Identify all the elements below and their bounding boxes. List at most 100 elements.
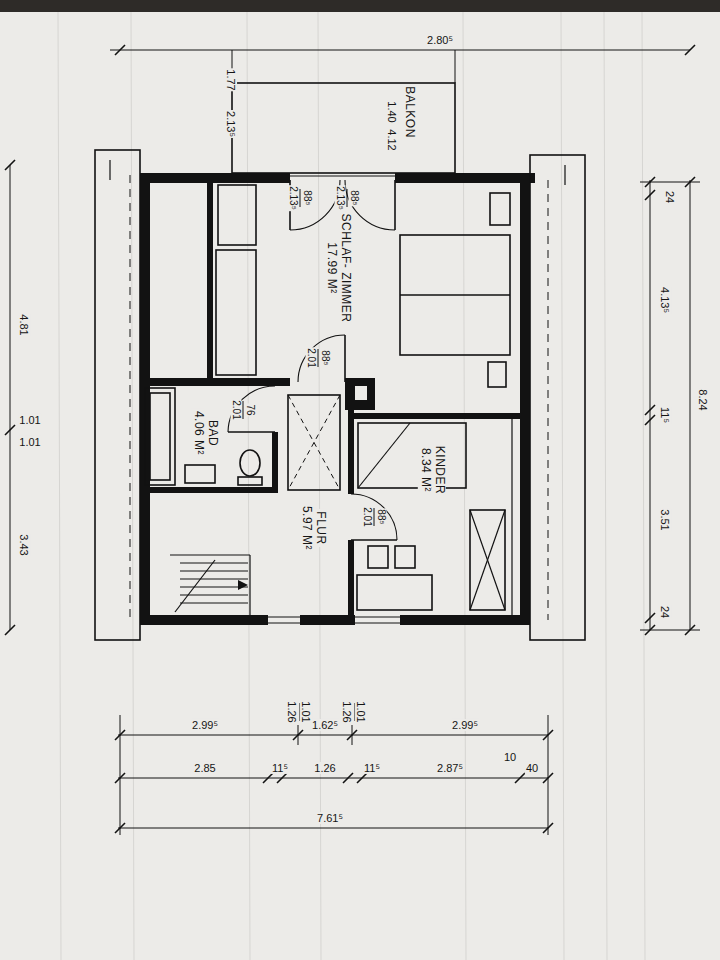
wall <box>140 487 278 493</box>
bed-line <box>358 423 410 488</box>
bathtub <box>145 388 175 485</box>
wall <box>520 173 530 625</box>
child-bed <box>358 423 466 488</box>
room-name: BAD <box>205 418 219 448</box>
bathtub-inner <box>150 393 170 480</box>
double-bed <box>400 235 510 355</box>
dimension-label: 2.01 <box>231 399 242 420</box>
room-text: FLUR5.97 M² <box>299 504 327 552</box>
bed-split <box>400 294 510 295</box>
stair-step <box>180 571 248 572</box>
stair-step <box>180 587 248 588</box>
dimension-tick <box>645 190 655 200</box>
copy-streak <box>58 12 61 960</box>
room-text: KINDER8.34 M² <box>418 444 446 496</box>
toilet-tank <box>238 477 262 485</box>
skylight <box>288 395 340 490</box>
dimension-tick <box>645 613 655 623</box>
room-text: BALKON <box>402 84 416 140</box>
wall <box>140 615 268 625</box>
wall <box>272 432 278 493</box>
desk <box>357 575 432 610</box>
dimension-label: 2.13⁵ <box>288 185 299 211</box>
dimension-tick <box>293 730 303 740</box>
copy-streak <box>642 12 645 960</box>
inner-wall-line <box>511 419 512 615</box>
cabinet <box>470 510 505 610</box>
skylight-cross <box>288 395 340 490</box>
dimension-label: 40 <box>525 762 539 774</box>
dimension-label: 88⁵ <box>320 349 331 366</box>
door-swing <box>228 386 275 432</box>
copy-streak <box>131 12 134 960</box>
wardrobe <box>218 185 256 245</box>
door-swing <box>345 180 395 230</box>
dimension-label: 88⁵ <box>376 508 387 525</box>
eaves-line <box>130 175 131 620</box>
cabinet-cross <box>470 510 505 610</box>
room-name: SCHLAF- ZIMMER <box>338 212 352 325</box>
threshold <box>290 176 395 177</box>
dimension-tick <box>115 730 125 740</box>
dimension-tick <box>685 625 695 635</box>
wall <box>348 540 354 615</box>
stair-edge <box>170 554 250 555</box>
dimension-label: 11⁵ <box>363 762 381 774</box>
dimension-label: 88⁵ <box>349 189 360 206</box>
room-area-value: 8.34 M² <box>418 446 432 494</box>
stair-rail <box>175 560 215 612</box>
stair-arrow <box>238 580 248 590</box>
door-swing <box>298 335 345 382</box>
dimension-line <box>690 180 691 630</box>
dimension-label: 1.62⁵ <box>311 719 339 731</box>
room-area: SCHLAF- ZIMMER17.99 M² <box>213 183 520 378</box>
dimension-label: 1.01 <box>18 414 41 426</box>
balcony-outline <box>232 83 455 173</box>
dimension-label: 2.85 <box>193 762 216 774</box>
dimension-tick <box>645 625 655 635</box>
dimension-line <box>118 778 548 779</box>
wall <box>395 173 535 183</box>
copy-streak <box>604 12 607 960</box>
dimension-label: 3.43 <box>18 533 30 556</box>
stair-edge <box>249 555 250 615</box>
dimension-tick <box>357 773 367 783</box>
dimension-label: 2.01 <box>362 506 373 527</box>
chair <box>395 546 415 568</box>
room-name: FLUR <box>313 509 327 546</box>
dimension-line <box>118 828 548 829</box>
dimension-label: 2.87⁵ <box>436 762 464 774</box>
window <box>355 623 400 624</box>
wall <box>345 378 375 410</box>
copy-streak <box>247 12 250 960</box>
dimension-label: 2.99⁵ <box>191 719 219 731</box>
dimension-tick <box>685 45 695 55</box>
dimension-label: 4.81 <box>18 313 30 336</box>
wardrobe <box>216 250 256 375</box>
dimension-tick <box>277 773 287 783</box>
dimension-tick <box>645 405 655 415</box>
dimension-tick <box>115 45 125 55</box>
dimension-label: 1.77 <box>225 68 237 91</box>
nightstand <box>488 362 506 387</box>
dimension-tick <box>685 177 695 187</box>
extension-line <box>120 715 121 835</box>
dimension-label: 2.80⁵ <box>426 34 454 46</box>
door-swing <box>351 494 397 540</box>
dimension-label: 2.99⁵ <box>451 719 479 731</box>
wall <box>140 378 290 386</box>
fraction-bar <box>300 189 301 207</box>
dimension-line <box>10 165 11 630</box>
room-text: SCHLAF- ZIMMER17.99 M² <box>324 212 352 325</box>
dimension-tick <box>263 773 273 783</box>
dimension-label: 1.01 <box>18 436 41 448</box>
stair-step <box>180 595 248 596</box>
dimension-label: 8.24 <box>697 388 709 411</box>
extension-line <box>455 50 456 83</box>
wall <box>300 615 355 625</box>
dimension-label: 10 <box>503 751 517 763</box>
eaves-tick <box>564 165 565 185</box>
photo-edge <box>0 0 720 12</box>
